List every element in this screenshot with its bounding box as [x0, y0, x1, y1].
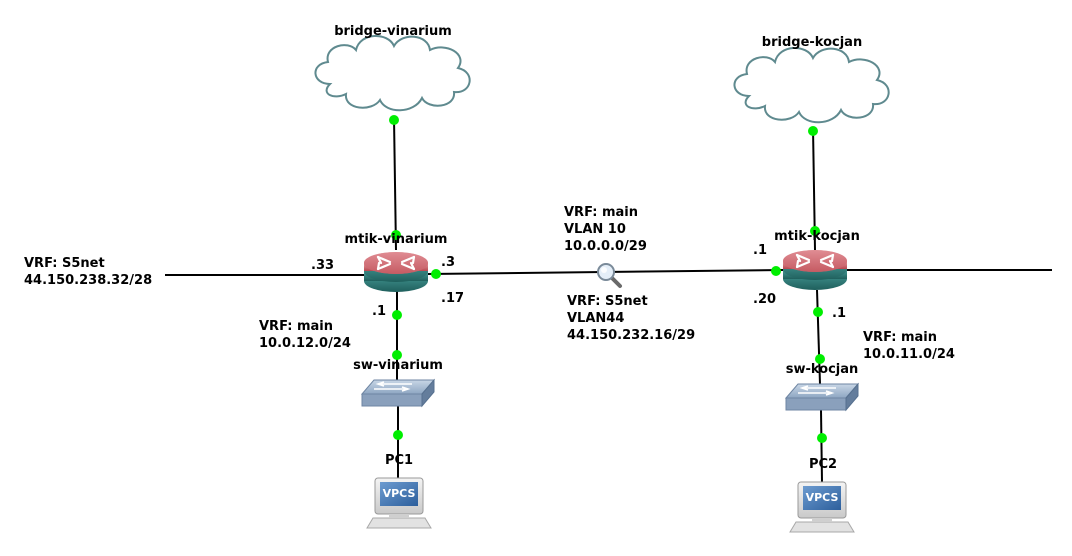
pc1-vpcs-icon[interactable]: [366, 477, 432, 529]
mtik-vinarium-label: mtik-vinarium: [344, 232, 448, 247]
port-dot: [389, 115, 399, 125]
pc2-vpcs-icon[interactable]: [789, 481, 855, 533]
iface-kocjan-down: .1: [832, 306, 846, 321]
port-dot: [813, 307, 823, 317]
magnifier-icon[interactable]: [597, 263, 622, 288]
iface-kocjan-left: .1: [753, 243, 767, 258]
pc2-label: PC2: [808, 457, 838, 472]
sw-vinarium-switch-icon[interactable]: [361, 379, 435, 407]
port-dot: [808, 126, 818, 136]
sw-vinarium-label: sw-vinarium: [353, 358, 443, 373]
mtik-kocjan-router-icon[interactable]: [781, 248, 849, 292]
port-dot: [392, 350, 402, 360]
iface-vinarium-down: .1: [372, 304, 386, 319]
note-line: 44.150.238.32/28: [24, 273, 153, 288]
note-line: 44.150.232.16/29: [567, 328, 696, 343]
pc2-screen-text: VPCS: [806, 491, 839, 504]
note-line: VRF: main: [564, 205, 638, 220]
port-dot: [771, 266, 781, 276]
note-line: VRF: main: [259, 319, 333, 334]
port-dot: [391, 230, 401, 240]
note-core-s5net: VRF: S5net VLAN44 44.150.232.16/29: [567, 293, 695, 344]
port-dot: [815, 354, 825, 364]
sw-kocjan-switch-icon[interactable]: [785, 383, 859, 411]
note-line: 10.0.12.0/24: [259, 336, 351, 351]
iface-vinarium-left: .33: [311, 258, 335, 273]
link-kocjan-switch[interactable]: [816, 289, 821, 385]
port-dot: [817, 433, 827, 443]
port-dot: [431, 269, 441, 279]
mtik-kocjan-label: mtik-kocjan: [774, 229, 860, 244]
note-line: VRF: main: [863, 330, 937, 345]
bridge-kocjan-label: bridge-kocjan: [761, 35, 863, 50]
bridge-vinarium-cloud-icon[interactable]: [314, 34, 471, 112]
note-s5net-left: VRF: S5net 44.150.238.32/28: [24, 255, 152, 289]
note-core-main: VRF: main VLAN 10 10.0.0.0/29: [564, 204, 647, 255]
iface-kocjan-left-s5net: .20: [753, 292, 777, 307]
note-kocjan-lan: VRF: main 10.0.11.0/24: [863, 329, 955, 363]
note-vinarium-lan: VRF: main 10.0.12.0/24: [259, 318, 351, 352]
bridge-kocjan-cloud-icon[interactable]: [733, 46, 890, 124]
mtik-vinarium-router-icon[interactable]: [362, 250, 430, 294]
iface-vinarium-right: .3: [441, 255, 455, 270]
note-line: 10.0.0.0/29: [564, 239, 647, 254]
note-line: 10.0.11.0/24: [863, 347, 955, 362]
port-dot: [810, 226, 820, 236]
note-line: VRF: S5net: [24, 256, 105, 271]
pc1-label: PC1: [384, 453, 414, 468]
bridge-vinarium-label: bridge-vinarium: [334, 24, 452, 39]
note-line: VLAN 10: [564, 222, 626, 237]
port-dot: [393, 430, 403, 440]
link-switch-pc2[interactable]: [820, 409, 823, 483]
iface-vinarium-right-s5net: .17: [441, 291, 465, 306]
pc1-screen-text: VPCS: [383, 487, 416, 500]
note-line: VLAN44: [567, 311, 625, 326]
note-line: VRF: S5net: [567, 294, 648, 309]
link-vinarium-cloud[interactable]: [393, 117, 397, 251]
sw-kocjan-label: sw-kocjan: [785, 362, 859, 377]
port-dot: [392, 310, 402, 320]
